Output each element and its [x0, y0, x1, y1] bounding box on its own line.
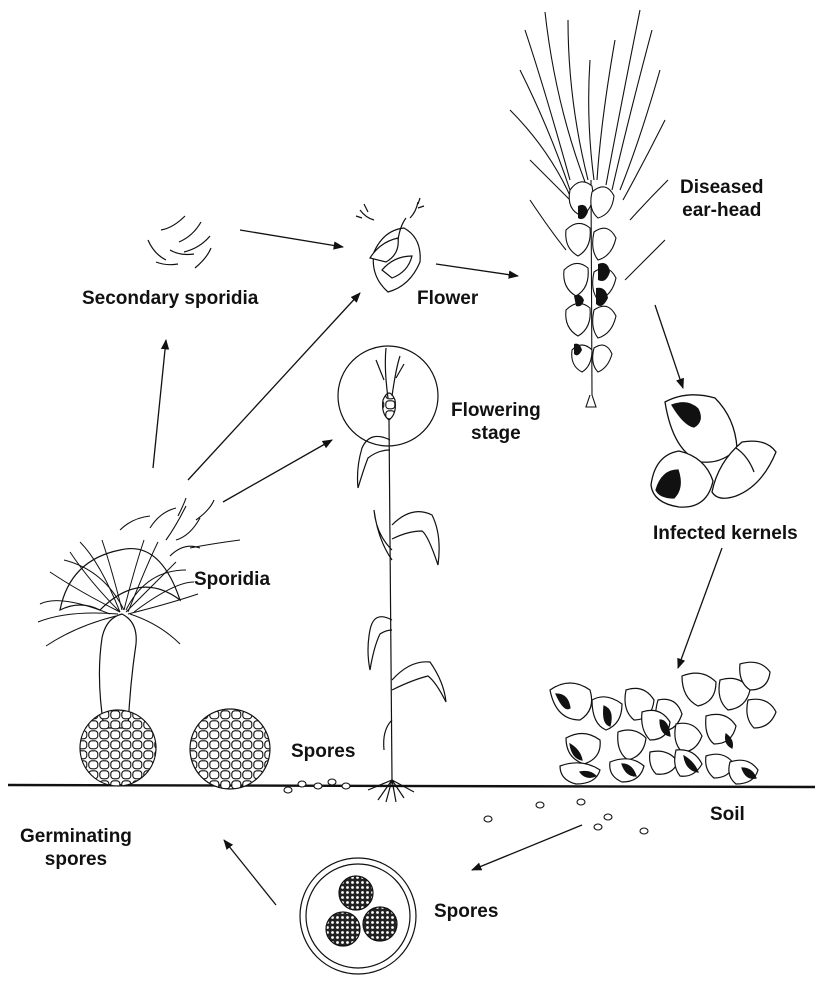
infected-kernels-illustration: [651, 395, 776, 507]
label-diseased-ear-head: Diseased ear-head: [680, 176, 763, 222]
label-spores-circle: Spores: [434, 900, 498, 923]
label-diseased-line1: Diseased: [680, 176, 763, 199]
ground-line: [8, 785, 815, 787]
arrow-spores-to-germinating: [224, 840, 276, 905]
label-flowering-stage: Flowering stage: [451, 399, 541, 445]
arrow-kernels-to-soil: [678, 548, 722, 668]
label-diseased-line2: ear-head: [680, 199, 763, 222]
arrow-soil-to-spores: [472, 825, 582, 870]
flowering-stage-plant: [338, 346, 446, 802]
label-spores-ground: Spores: [291, 740, 355, 763]
arrow-sporidia-to-flowering-stage: [223, 440, 332, 502]
label-secondary-sporidia: Secondary sporidia: [82, 287, 258, 310]
label-flowering-line1: Flowering: [451, 399, 541, 422]
germinating-spore-illustration: [38, 498, 270, 789]
arrow-earhead-to-kernels: [655, 305, 683, 388]
diseased-ear-head-illustration: [510, 10, 668, 407]
arrow-secondary-to-flower: [240, 230, 343, 247]
flower-illustration: [356, 198, 424, 292]
arrow-sporidia-to-flower: [188, 293, 360, 480]
arrow-sporidia-to-secondary: [153, 340, 166, 468]
label-soil: Soil: [710, 803, 745, 826]
arrow-flower-to-earhead: [436, 264, 518, 276]
spores-circle-illustration: [300, 858, 416, 974]
soil-kernels-illustration: [550, 662, 776, 784]
label-sporidia: Sporidia: [194, 568, 270, 591]
label-flower: Flower: [417, 287, 478, 310]
secondary-sporidia-illustration: [148, 216, 211, 268]
label-germinating-line1: Germinating: [20, 825, 132, 848]
label-germinating-line2: spores: [20, 848, 132, 871]
label-flowering-line2: stage: [451, 422, 541, 445]
label-infected-kernels: Infected kernels: [653, 522, 798, 545]
label-germinating-spores: Germinating spores: [20, 825, 132, 871]
